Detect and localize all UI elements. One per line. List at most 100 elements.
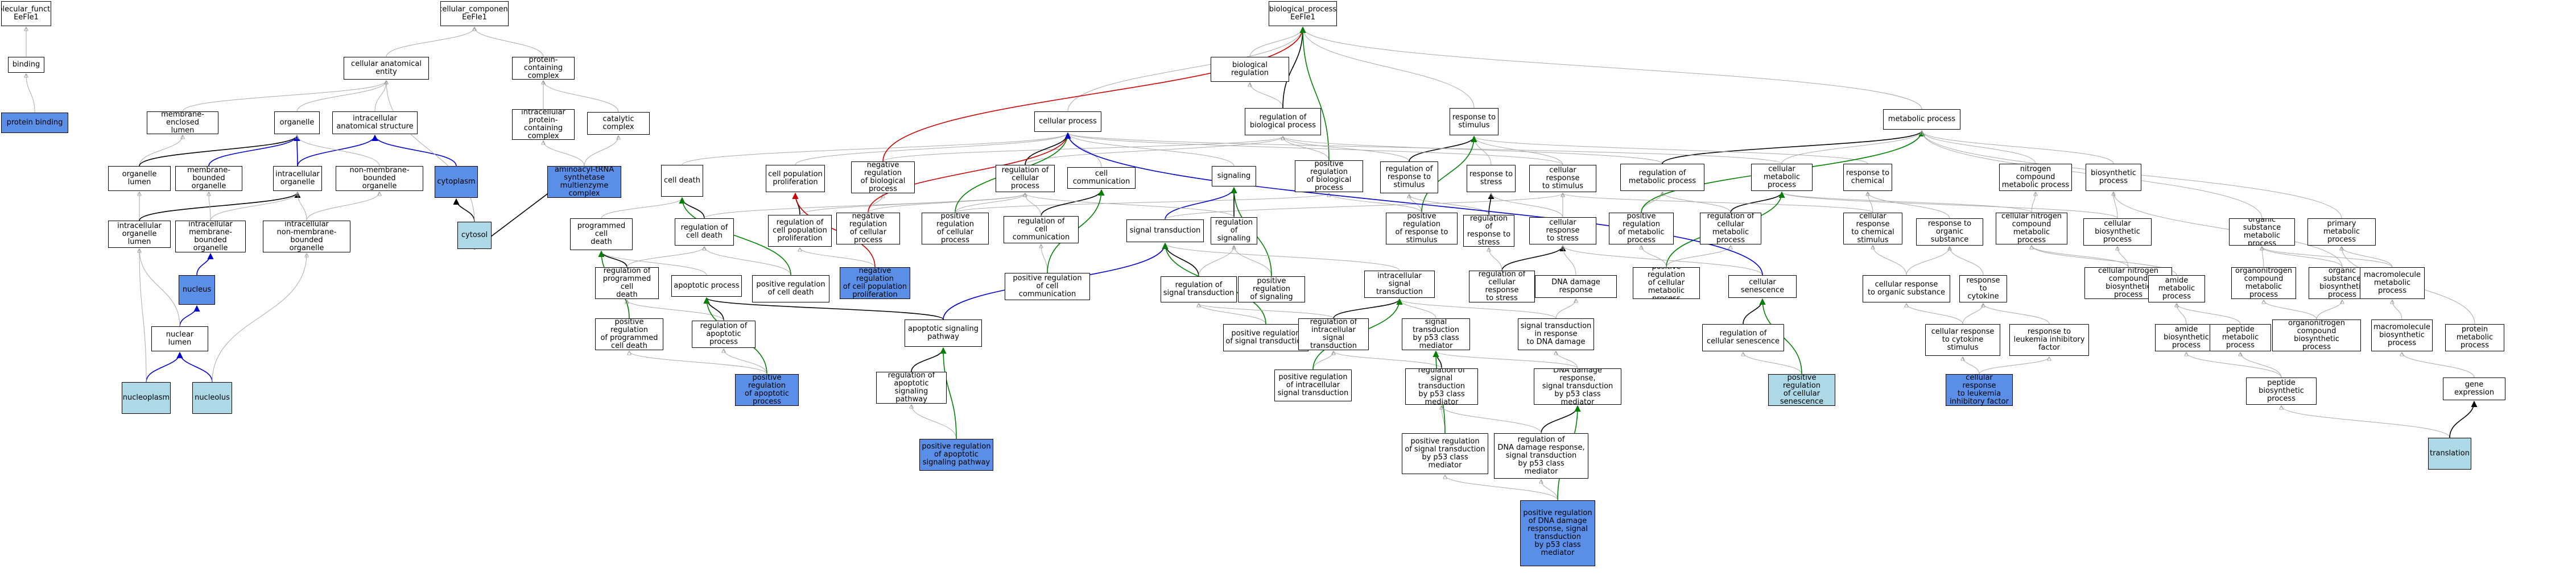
edge-has-part-31	[176, 351, 213, 383]
edge-is-a-106	[1041, 244, 1048, 273]
edge-is-a-25	[306, 192, 379, 221]
edge-is-a-135	[627, 300, 724, 321]
edge-is-a-38	[1303, 27, 1475, 109]
node-osmp: organic substance metabolic process	[2229, 218, 2295, 246]
edge-is-a-9	[182, 81, 386, 112]
node-geneexp: gene expression	[2443, 377, 2505, 400]
edge-is-a-90	[1868, 192, 1873, 213]
node-regpcd: regulation of programmed cell death	[595, 267, 659, 299]
edge-is-a-125	[2117, 247, 2129, 268]
node-regap: regulation of apoptotic process	[692, 321, 756, 348]
edge-is-a-95	[2113, 192, 2118, 219]
node-ist: intracellular signal transduction	[1364, 271, 1435, 298]
edge-is-a-102	[704, 247, 791, 276]
edge-is-a-94	[1782, 192, 2032, 213]
node-regmp: regulation of metabolic process	[1620, 164, 1704, 191]
edge-is-a-104	[800, 248, 876, 268]
edge-is-a-177	[1442, 406, 1542, 434]
edge-is-a-157	[629, 351, 767, 375]
node-ncmp: nitrogen compound metabolic process	[1999, 164, 2072, 191]
edge-is-a-101	[601, 251, 707, 276]
edge-is-a-54	[1068, 133, 1563, 165]
node-regsig: regulation of signaling	[1211, 217, 1257, 244]
edge-is-a-141	[1199, 304, 1334, 319]
edge-is-a-114	[1489, 248, 1502, 271]
edge-is-a-15	[139, 135, 183, 167]
node-prdnap53: positive regulation of DNA damage respon…	[1520, 500, 1595, 566]
node-pcc: protein-containing complex	[512, 57, 575, 80]
node-regcmp: regulation of cellular metabolic process	[1700, 213, 1761, 244]
node-regbp: regulation of biological process	[1245, 108, 1321, 135]
node-binding: binding	[8, 57, 44, 73]
edge-part-of-136	[703, 297, 944, 320]
edge-is-a-39	[1303, 27, 1922, 110]
edge-regulates-140	[1333, 298, 1403, 319]
edge-is-a-163	[1556, 351, 1578, 369]
node-inmbo: intracellular non-membrane-bounded organ…	[263, 221, 350, 252]
edge-is-a-86	[1641, 192, 1662, 213]
node-regcp: regulation of cellular process	[996, 165, 1055, 192]
node-stp53: signal transduction by p53 class mediato…	[1402, 318, 1470, 350]
node-iol: intracellular organelle lumen	[108, 221, 171, 248]
node-nucleoplasm: nucleoplasm	[122, 382, 171, 414]
edge-is-a-60	[1922, 131, 2036, 164]
edge-is-a-109	[1198, 246, 1234, 277]
edge-positively-regulates-173	[940, 347, 957, 439]
edge-is-a-122	[1873, 246, 1907, 276]
edge-is-a-169	[2240, 352, 2282, 378]
edge-is-a-96	[1782, 192, 2118, 219]
edge-is-a-138	[1199, 304, 1266, 325]
edge-is-a-116	[1666, 246, 1731, 268]
node-dnadr: DNA damage response	[1535, 275, 1617, 298]
edge-is-a-165	[1743, 352, 1802, 375]
node-metab: metabolic process	[1883, 109, 1960, 130]
edge-is-a-2	[386, 27, 474, 57]
edge-is-a-162	[1334, 351, 1442, 369]
node-imbo: intracellular membrane-bounded organelle	[175, 221, 246, 252]
edge-is-a-41	[795, 133, 1068, 165]
node-nucleus: nucleus	[179, 275, 215, 305]
node-nrbp: negative regulation of biological proces…	[851, 161, 915, 193]
node-onbp: organonitrogen compound biosynthetic pro…	[2272, 320, 2361, 351]
node-pepmp: peptide metabolic process	[2210, 324, 2271, 351]
edge-is-a-78	[1025, 193, 1235, 218]
node-cncmp: cellular nitrogen compound metabolic pro…	[1996, 213, 2067, 244]
edge-is-a-29	[139, 249, 180, 327]
edge-is-a-167	[1979, 357, 2049, 375]
node-signaling: signaling	[1212, 166, 1256, 186]
edge-has-part-27	[196, 252, 214, 276]
node-cbp: cellular biosynthetic process	[2083, 218, 2152, 246]
node-prap: positive regulation of apoptotic process	[735, 374, 799, 406]
edge-is-a-100	[626, 247, 704, 268]
edge-is-a-144	[1400, 299, 1557, 319]
node-pepbp: peptide biosynthetic process	[2246, 377, 2317, 405]
edge-is-a-7	[584, 136, 618, 167]
edge-is-a-172	[911, 405, 957, 439]
node-crchem: cellular response to chemical stimulus	[1843, 213, 1902, 244]
edge-positively-regulates-80	[1421, 135, 1477, 213]
node-mbo: membrane-bounded organelle	[175, 166, 242, 191]
edge-is-a-58	[1068, 133, 1782, 164]
edge-is-a-46	[1068, 133, 1102, 168]
edge-is-a-52	[1474, 136, 1492, 165]
node-asp: apoptotic signaling pathway	[905, 320, 982, 347]
edge-is-a-1	[26, 74, 35, 113]
node-biolreg: biological regulation	[1211, 57, 1289, 82]
edge-is-a-130	[2262, 247, 2393, 268]
edge-is-a-55	[1283, 136, 1663, 164]
edge-is-a-33	[139, 249, 147, 383]
edge-is-a-155	[724, 349, 767, 375]
node-mf: molecular_function EeFIe1	[1, 1, 51, 26]
edge-is-a-62	[601, 198, 682, 219]
node-io: intracellular organelle	[273, 166, 322, 191]
edge-has-part-75	[1165, 186, 1237, 220]
edge-is-a-50	[1283, 136, 1410, 162]
node-cytoplasm: cytoplasm	[435, 166, 478, 198]
edge-is-a-61	[1922, 131, 2114, 164]
node-ias: intracellular anatomical structure	[332, 111, 418, 134]
edge-is-a-20	[297, 135, 380, 167]
node-mel: membrane-enclosed lumen	[147, 111, 218, 134]
edge-regulates-145	[1743, 298, 1766, 325]
edge-has-part-19	[297, 134, 378, 167]
node-pcd: programmed cell death	[570, 218, 633, 250]
